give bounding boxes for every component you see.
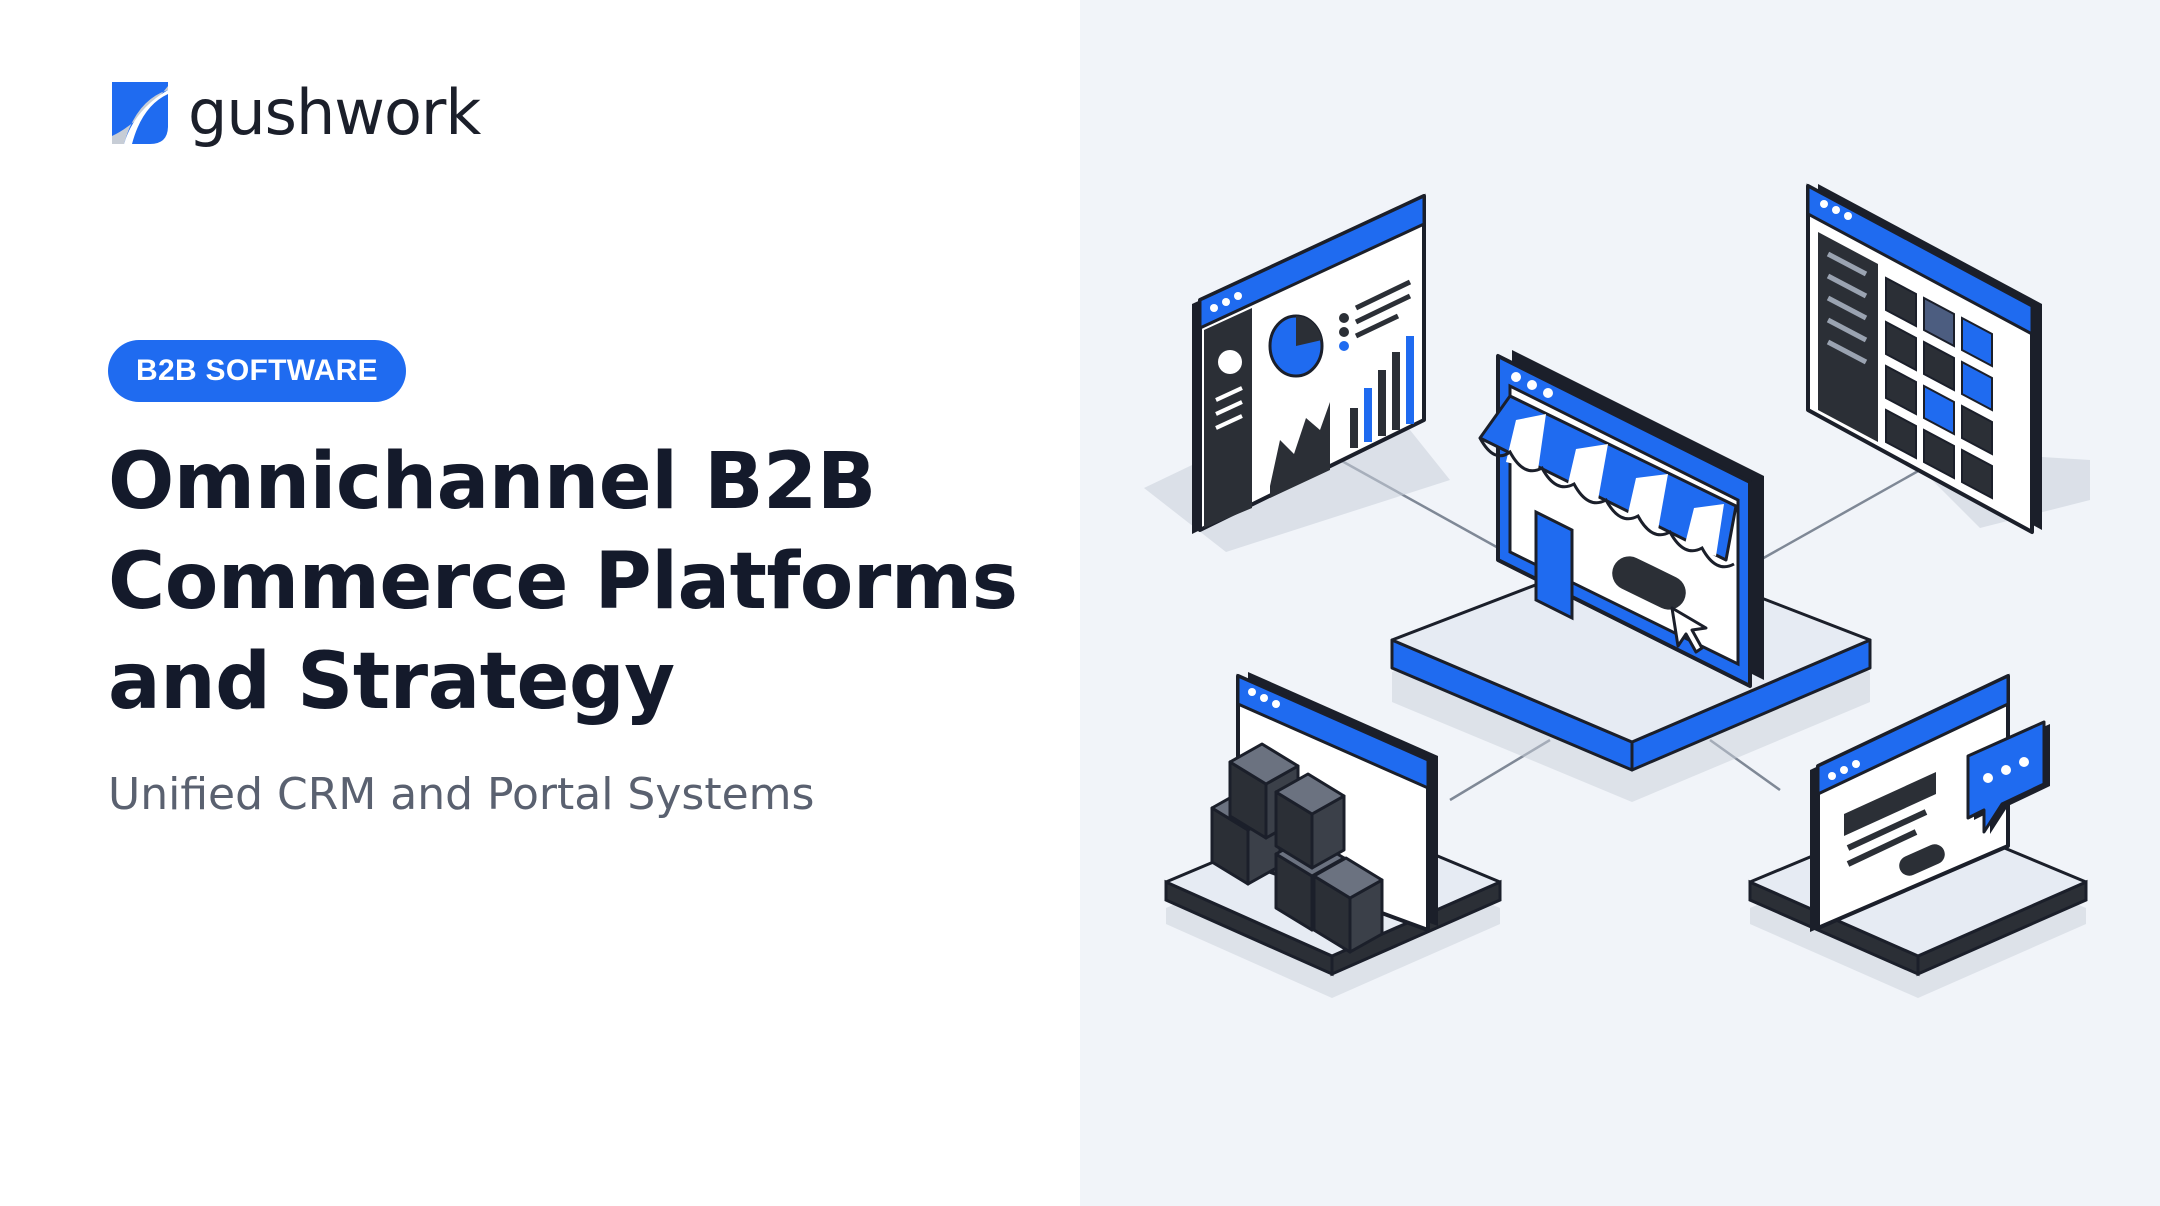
inventory-panel [1164,672,1502,998]
data-grid-icon [1806,183,2042,534]
support-panel [1748,673,2088,998]
brand-logo[interactable]: gushwork [108,76,481,149]
title-line-3: and Strategy [108,637,675,727]
title-line-1: Omnichannel B2B [108,437,876,527]
subtitle: Unified CRM and Portal Systems [108,769,815,820]
gushwork-logo-icon [112,82,168,144]
text-panel: gushwork B2B SOFTWARE Omnichannel B2B Co… [108,76,1068,820]
title-line-2: Commerce Platforms [108,537,1018,627]
inventory-boxes-icon [1210,742,1384,954]
analytics-dashboard-icon [1192,193,1426,534]
storefront-hub [1390,350,1872,802]
category-badge: B2B SOFTWARE [108,340,406,402]
page-title: Omnichannel B2B Commerce Platforms and S… [108,432,1068,732]
chat-support-icon [1966,720,2050,834]
omnichannel-network-illustration [1144,183,2090,998]
analytics-dashboard [1144,193,1450,552]
brand-name: gushwork [188,76,481,149]
storefront-icon [1478,350,1764,688]
illustration-panel [1080,0,2160,1206]
data-grid-panel [1806,183,2090,534]
